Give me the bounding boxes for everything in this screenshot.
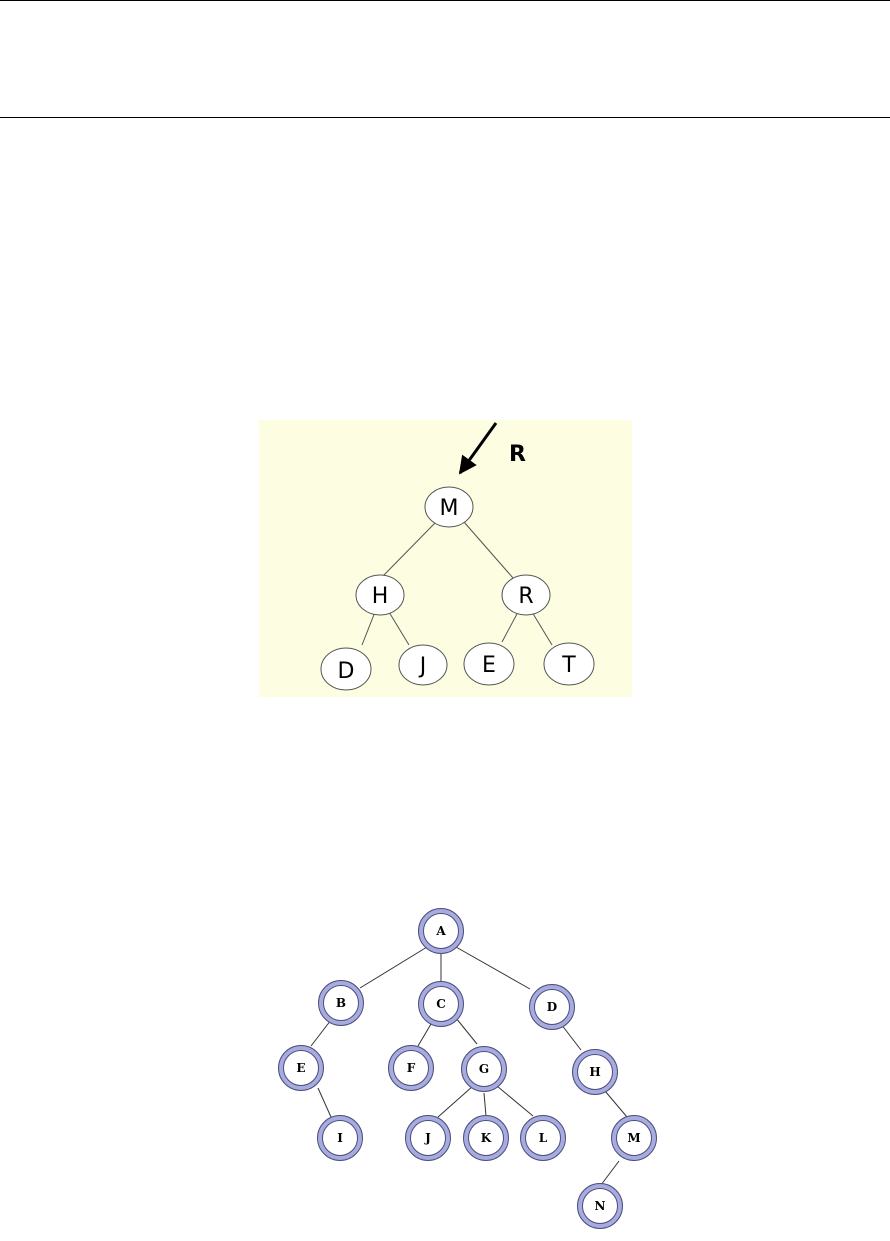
node-label: A	[435, 924, 446, 938]
tree-node-l: L	[521, 1116, 566, 1161]
edge-h-m	[605, 1091, 627, 1117]
node-label: N	[595, 1199, 606, 1213]
general-tree-svg: A B C D E F	[270, 900, 670, 1241]
tree-node-j: J	[406, 1116, 451, 1161]
tree-node-d: D	[530, 985, 575, 1030]
node-label: E	[296, 1061, 305, 1075]
edge-a-b	[360, 947, 427, 988]
node-label: D	[547, 1000, 557, 1014]
node-label: L	[539, 1131, 548, 1145]
root-pointer-label: R	[509, 442, 526, 467]
binary-tree-diagram: R M H R D J E	[259, 420, 632, 697]
node-label: J	[418, 654, 427, 679]
tree-node-k: K	[464, 1116, 509, 1161]
node-label: E	[482, 653, 496, 678]
tree-node-a: A	[419, 909, 464, 954]
node-label: I	[337, 1131, 343, 1145]
node-label: M	[440, 496, 459, 521]
node-label: H	[372, 584, 389, 609]
edge-e-i	[318, 1088, 331, 1117]
tree-node-t: T	[544, 643, 594, 685]
edge-g-k	[484, 1093, 486, 1116]
tree-node-n: N	[578, 1184, 623, 1229]
tree-node-g: G	[462, 1047, 507, 1092]
node-label: F	[407, 1061, 416, 1075]
tree-node-d: D	[321, 648, 371, 690]
tree-node-e: E	[464, 643, 514, 685]
edge-g-j	[438, 1086, 473, 1117]
edge-c-g	[456, 1018, 477, 1044]
edge-a-d	[456, 947, 530, 989]
tree-node-i: I	[318, 1116, 363, 1161]
node-label: R	[518, 584, 533, 609]
tree-node-b: B	[319, 981, 364, 1026]
tree-node-m: M	[612, 1116, 657, 1161]
tree-node-h: H	[573, 1050, 618, 1095]
tree-node-r: R	[502, 575, 550, 615]
node-label: K	[481, 1131, 492, 1145]
node-label: B	[336, 996, 346, 1010]
node-label: M	[627, 1131, 640, 1145]
general-tree-diagram: A B C D E F	[270, 900, 670, 1241]
tree-node-e: E	[279, 1046, 324, 1091]
node-label: H	[589, 1065, 600, 1079]
node-label: G	[479, 1062, 489, 1076]
tree-node-j: J	[399, 645, 447, 685]
edge-b-e	[311, 1020, 331, 1046]
tree-node-h: H	[356, 575, 404, 615]
node-label: D	[338, 659, 355, 684]
node-label: J	[424, 1131, 431, 1145]
tree-node-m: M	[425, 487, 473, 527]
header-top-rule	[0, 0, 890, 1]
node-label: C	[436, 997, 446, 1011]
tree-node-c: C	[419, 982, 464, 1027]
tree-node-f: F	[389, 1046, 434, 1091]
binary-tree-svg: R M H R D J E	[259, 420, 632, 697]
header-bottom-rule	[0, 117, 890, 118]
node-label: T	[561, 653, 576, 678]
edge-g-l	[497, 1086, 533, 1116]
edge-c-f	[418, 1024, 431, 1046]
edge-d-h	[561, 1024, 581, 1050]
